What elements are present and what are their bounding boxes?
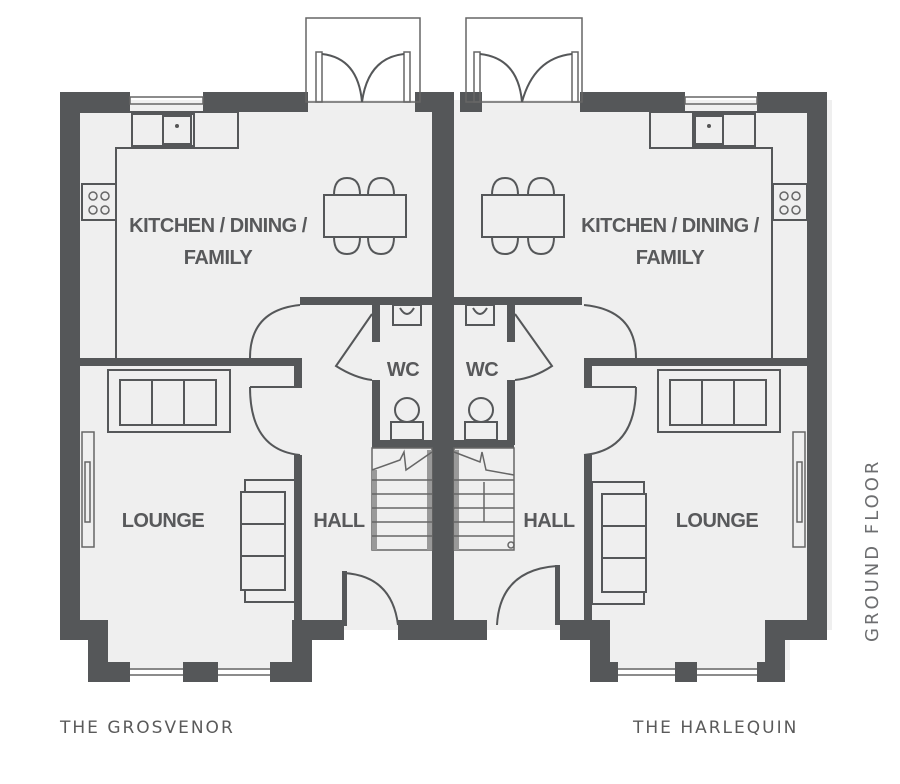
kitchen-label-line1: KITCHEN / DINING / bbox=[129, 215, 308, 237]
floor-level-label: GROUND FLOOR bbox=[862, 458, 883, 642]
stairs-right bbox=[453, 447, 515, 551]
kitchen-units-right bbox=[649, 111, 808, 358]
kitchen-units-left bbox=[80, 111, 239, 358]
room-labels-left: KITCHEN / DINING / FAMILY LOUNGE HALL WC bbox=[122, 215, 420, 532]
sofas-right bbox=[591, 369, 806, 605]
outer-walls bbox=[60, 92, 827, 682]
lounge-label: LOUNGE bbox=[676, 510, 759, 532]
wc-fixtures bbox=[390, 304, 498, 441]
hall-label: HALL bbox=[313, 510, 365, 532]
house-name-grosvenor: THE GROSVENOR bbox=[60, 718, 235, 738]
wc-label: WC bbox=[387, 359, 419, 381]
doors bbox=[249, 17, 637, 626]
kitchen-label-line2: FAMILY bbox=[636, 247, 706, 269]
kitchen-label-line2: FAMILY bbox=[184, 247, 254, 269]
stairs-left bbox=[371, 447, 433, 551]
lounge-label: LOUNGE bbox=[122, 510, 205, 532]
hall-label: HALL bbox=[523, 510, 575, 532]
house-name-harlequin: THE HARLEQUIN bbox=[633, 718, 799, 738]
dining-table-left bbox=[323, 176, 407, 256]
kitchen-label-line1: KITCHEN / DINING / bbox=[581, 215, 760, 237]
sofas-left bbox=[81, 369, 298, 603]
dining-table-right bbox=[481, 176, 565, 256]
wc-label: WC bbox=[466, 359, 498, 381]
room-labels-right: KITCHEN / DINING / FAMILY LOUNGE HALL WC bbox=[466, 215, 760, 532]
